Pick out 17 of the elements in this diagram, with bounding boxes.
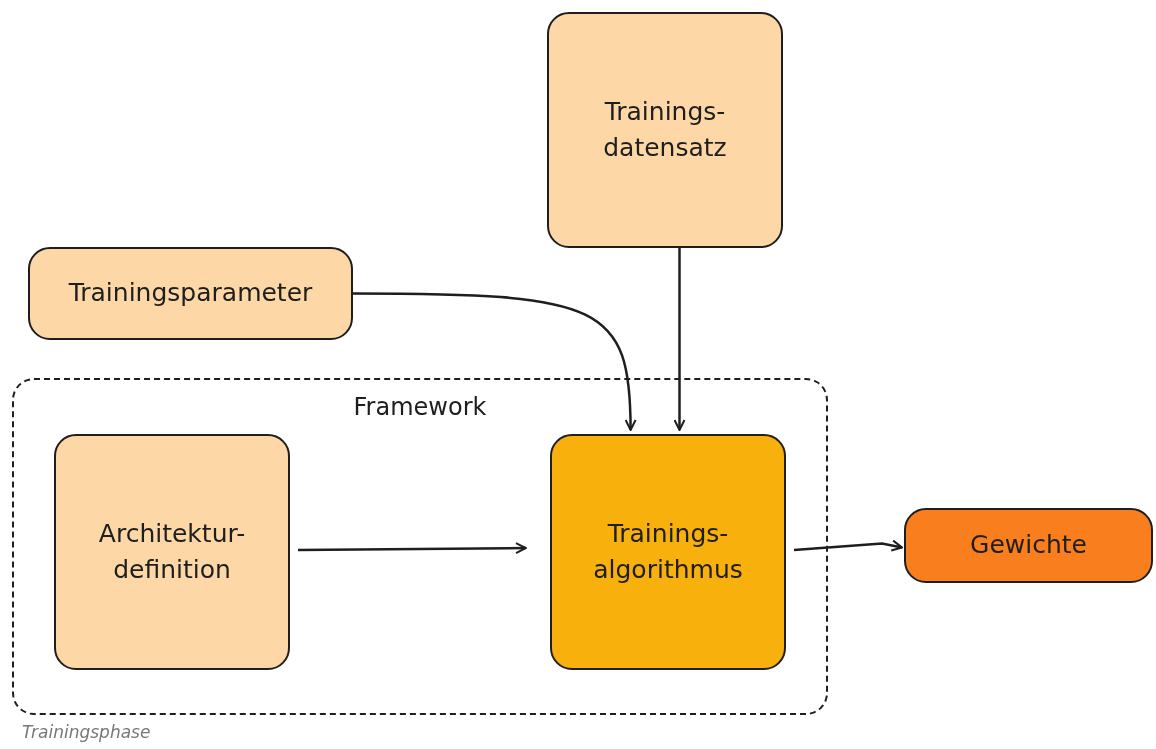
arrow [353,292,637,431]
node-label: Architektur- definition [97,517,247,586]
arrow [298,542,527,555]
arrow [793,539,903,552]
node-label: Gewichte [969,529,1088,562]
group-frame [12,378,828,715]
process-box [547,12,783,248]
process-box [28,247,353,340]
node-label: Trainings- datensatz [602,95,728,164]
output-box [904,508,1153,583]
arrow [673,248,686,431]
node-label: Trainingsparameter [67,277,314,310]
caption: Trainingsphase [22,722,151,742]
process-box [54,434,290,670]
group-label: Framework [352,392,488,423]
node-label: Trainings- algorithmus [592,517,744,586]
process-box [550,434,786,670]
